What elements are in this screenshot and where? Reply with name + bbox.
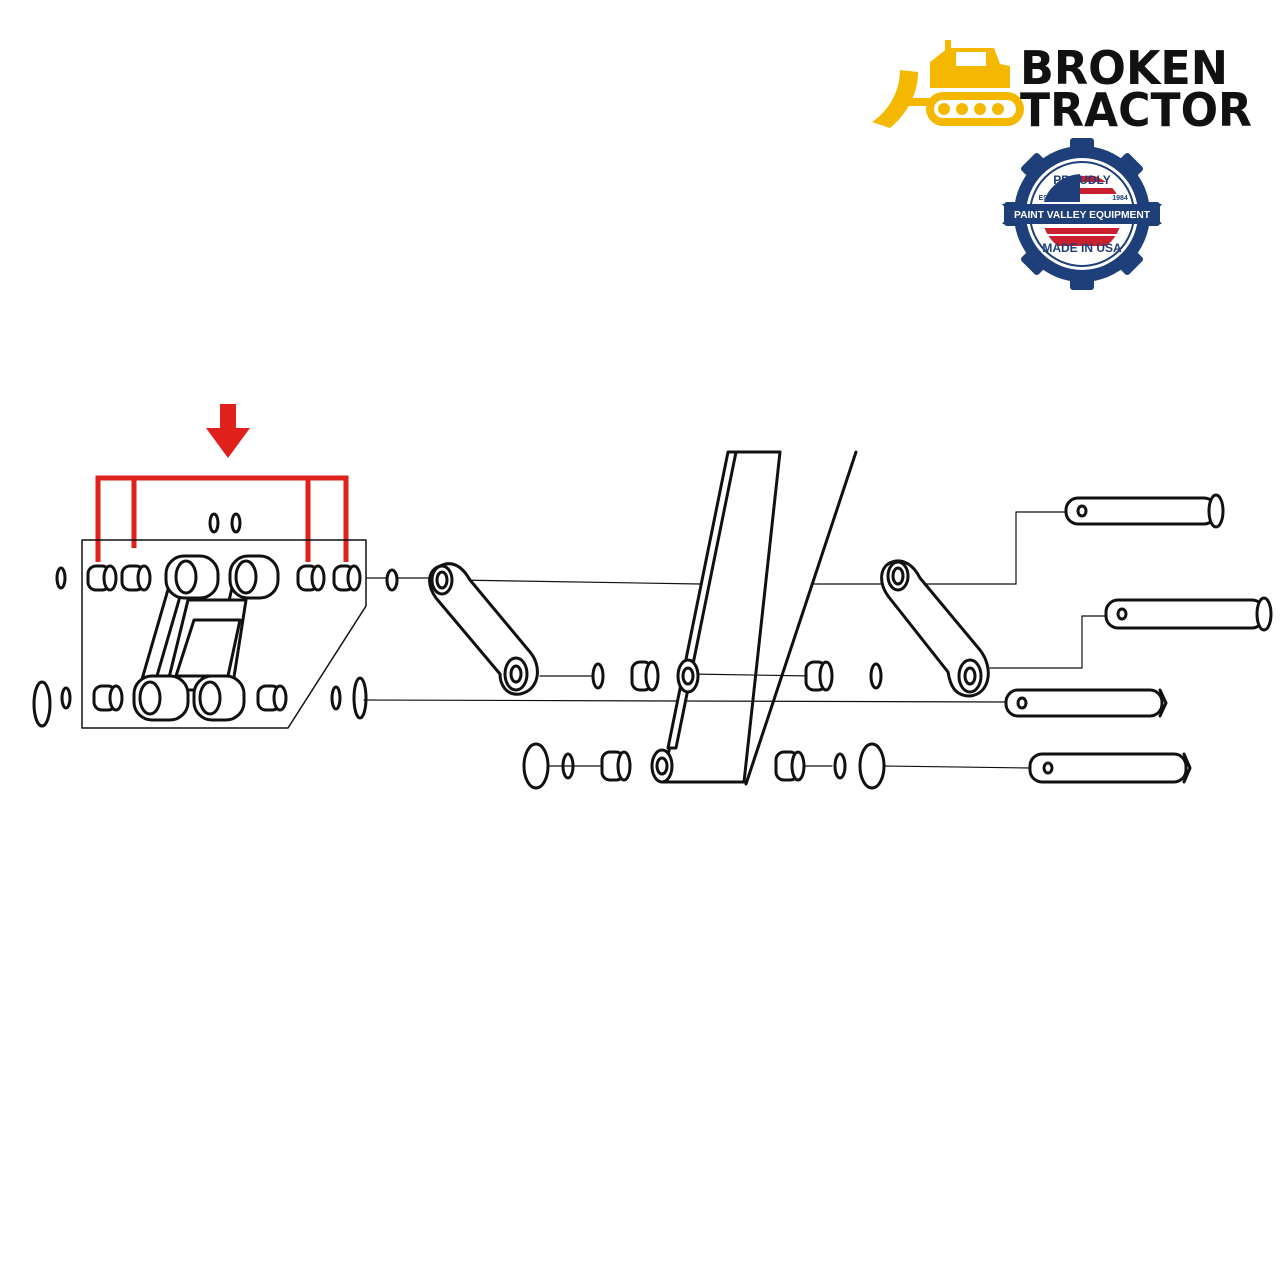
exploded-parts-view (32, 450, 1273, 790)
o-ring (208, 512, 220, 534)
o-ring (561, 752, 575, 780)
o-ring (591, 662, 605, 690)
bushing (804, 660, 834, 692)
o-ring (60, 686, 72, 710)
o-ring (858, 742, 886, 790)
bushing (86, 564, 118, 592)
bushing (256, 684, 288, 712)
bushing (332, 564, 362, 592)
pin (1104, 596, 1273, 632)
o-ring (32, 680, 52, 728)
arrow-down-icon (206, 404, 250, 458)
broken-tractor-logo[interactable]: BROKEN TRACTOR (872, 40, 1252, 137)
seal-bottom-text: MADE IN USA (1042, 241, 1122, 255)
link-arm-right (880, 559, 990, 698)
o-ring (833, 752, 847, 780)
o-ring (869, 662, 883, 690)
made-in-usa-seal: PROUDLY EST. 1984 PAINT VALLEY EQUIPMENT… (1002, 138, 1162, 290)
boom-arm (650, 450, 858, 786)
o-ring (230, 512, 242, 534)
bushing (296, 564, 326, 592)
bushing (630, 660, 660, 692)
seal-top-text: PROUDLY (1053, 173, 1111, 187)
highlight-callout (95, 475, 349, 562)
o-ring (330, 685, 342, 711)
bushing (600, 750, 632, 782)
bulldozer-icon (872, 40, 1024, 128)
pin (1064, 493, 1225, 529)
bushing (120, 564, 152, 592)
bushing (774, 750, 806, 782)
pin (1004, 688, 1168, 718)
seal-year-text: 1984 (1112, 195, 1128, 202)
seal-banner-text: PAINT VALLEY EQUIPMENT (1014, 210, 1150, 221)
o-ring (352, 676, 368, 720)
brand-line-2: TRACTOR (1020, 83, 1252, 137)
h-link (132, 554, 280, 722)
o-ring (55, 566, 67, 590)
seal-banner (1002, 204, 1162, 224)
pin (1028, 752, 1192, 784)
link-assembly-panel (81, 539, 367, 729)
bushing (92, 684, 124, 712)
o-ring (522, 742, 550, 790)
o-ring (385, 568, 399, 592)
link-arm-left (428, 562, 539, 696)
seal-est-text: EST. (1039, 195, 1054, 202)
brand-line-1: BROKEN (1020, 41, 1228, 95)
